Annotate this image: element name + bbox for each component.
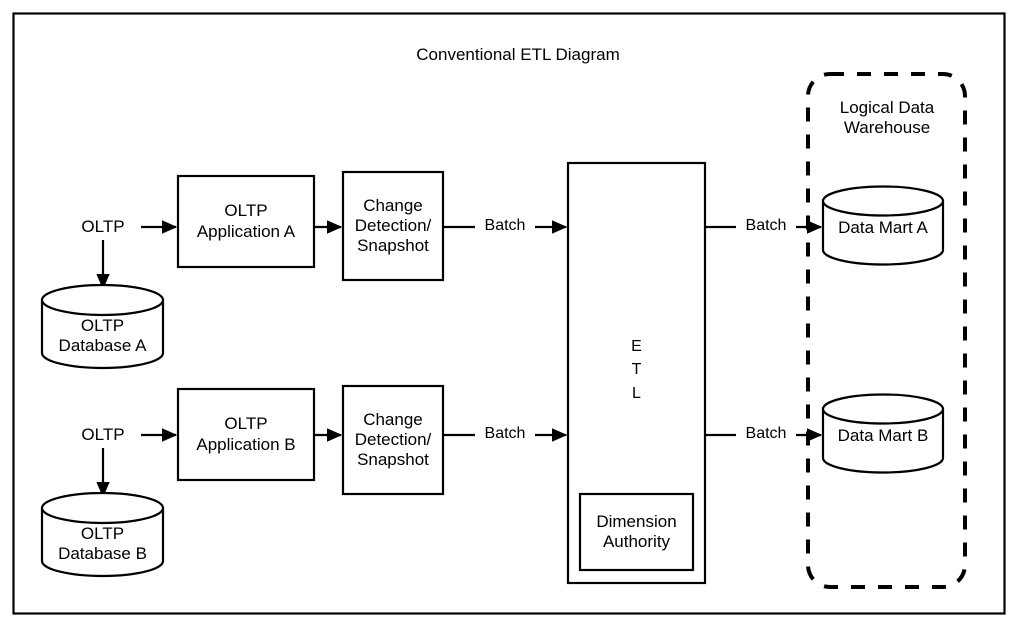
container-logical-data-warehouse	[806, 72, 967, 589]
box-oltp-application-b	[176, 387, 316, 482]
box-change-detection-a	[341, 170, 445, 282]
box-change-detection-b	[341, 384, 445, 496]
cylinder-oltp-database-a	[40, 283, 165, 370]
cylinder-data-mart-b	[821, 393, 945, 474]
box-oltp-application-a	[176, 174, 316, 269]
cylinder-data-mart-a	[821, 185, 945, 266]
cylinder-oltp-database-b	[40, 491, 165, 578]
box-dimension-authority	[578, 492, 695, 572]
outer-border	[12, 12, 1006, 615]
